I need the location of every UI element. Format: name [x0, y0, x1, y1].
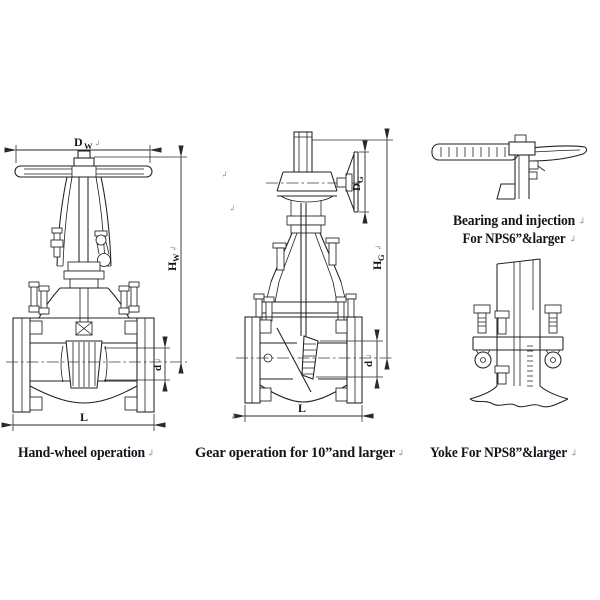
- dim-label-dg-sub: G: [355, 176, 365, 183]
- yoke-clamp-assembly: [472, 304, 564, 385]
- dim-label-dw-main: D: [74, 135, 83, 149]
- caption-handwheel-valve: Hand-wheel operation: [18, 445, 146, 461]
- dim-length-middle: L: [233, 401, 374, 422]
- bearing-handwheel-section: [431, 134, 588, 200]
- caption-bearing-line1: Bearing and injection: [453, 213, 576, 229]
- gear-valve-view: D G H G ↲ d ↲ L: [195, 128, 405, 461]
- dim-label-d: d: [152, 365, 164, 371]
- dim-label-dw-sub: W: [84, 141, 93, 151]
- return-mark: ↲: [374, 244, 383, 251]
- dim-bore-middle: d ↲: [316, 329, 383, 389]
- return-mark: ↲: [221, 170, 228, 179]
- bearing-detail-view: Bearing and injection ↲ For NPS6”&larger…: [431, 134, 588, 247]
- return-mark: ↲: [397, 448, 405, 458]
- dim-label-l: L: [80, 410, 88, 424]
- yoke-detail-view: Yoke For NPS8”&larger ↲: [430, 258, 578, 461]
- dim-label-hg-main: H: [370, 260, 384, 270]
- gear-handwheel-icon: [345, 151, 359, 213]
- return-mark: ↲: [169, 245, 178, 252]
- valve-body: [12, 317, 155, 413]
- return-mark: ↲: [94, 139, 101, 148]
- dim-bore-left: d ↲: [104, 336, 170, 392]
- dim-handwheel-diameter: D W ↲: [4, 135, 162, 163]
- dim-label-hg-sub: G: [376, 254, 386, 261]
- handwheel-icon: [14, 150, 153, 178]
- yoke-and-stem: [50, 176, 112, 267]
- dim-label-hw-sub: W: [171, 253, 181, 262]
- return-mark: ↲: [230, 412, 237, 421]
- gear-valve-body: [244, 316, 363, 404]
- return-mark: ↲: [578, 216, 586, 226]
- caption-gear-valve: Gear operation for 10”and larger: [195, 445, 396, 461]
- bonnet: [28, 261, 140, 322]
- yoke-column: [469, 258, 569, 408]
- dim-label-l: L: [298, 401, 306, 415]
- return-mark: ↲: [147, 448, 155, 458]
- dim-label-hw-main: H: [165, 261, 179, 271]
- dim-gear-height: H G ↲: [312, 128, 393, 370]
- return-mark: ↲: [229, 204, 236, 213]
- return-mark: ↲: [569, 234, 577, 244]
- stem-tube: [293, 131, 313, 173]
- gear-housing: [266, 171, 360, 203]
- handwheel-valve-view: D W ↲ H W ↲ d ↲ L: [1, 135, 187, 461]
- caption-yoke-detail: Yoke For NPS8”&larger: [430, 445, 567, 461]
- dim-label-dg-main: D: [351, 183, 363, 191]
- return-mark: ↲: [154, 357, 163, 364]
- dim-label-d: d: [363, 361, 375, 367]
- dim-length-left: L: [1, 410, 166, 431]
- return-mark: ↲: [365, 353, 374, 360]
- dim-gearwheel-diameter: D G: [351, 140, 369, 224]
- return-mark: ↲: [570, 448, 578, 458]
- caption-bearing-line2: For NPS6”&larger: [463, 231, 566, 247]
- dim-handwheel-height: H W ↲: [94, 145, 187, 374]
- gear-yoke-bonnet: [253, 200, 357, 336]
